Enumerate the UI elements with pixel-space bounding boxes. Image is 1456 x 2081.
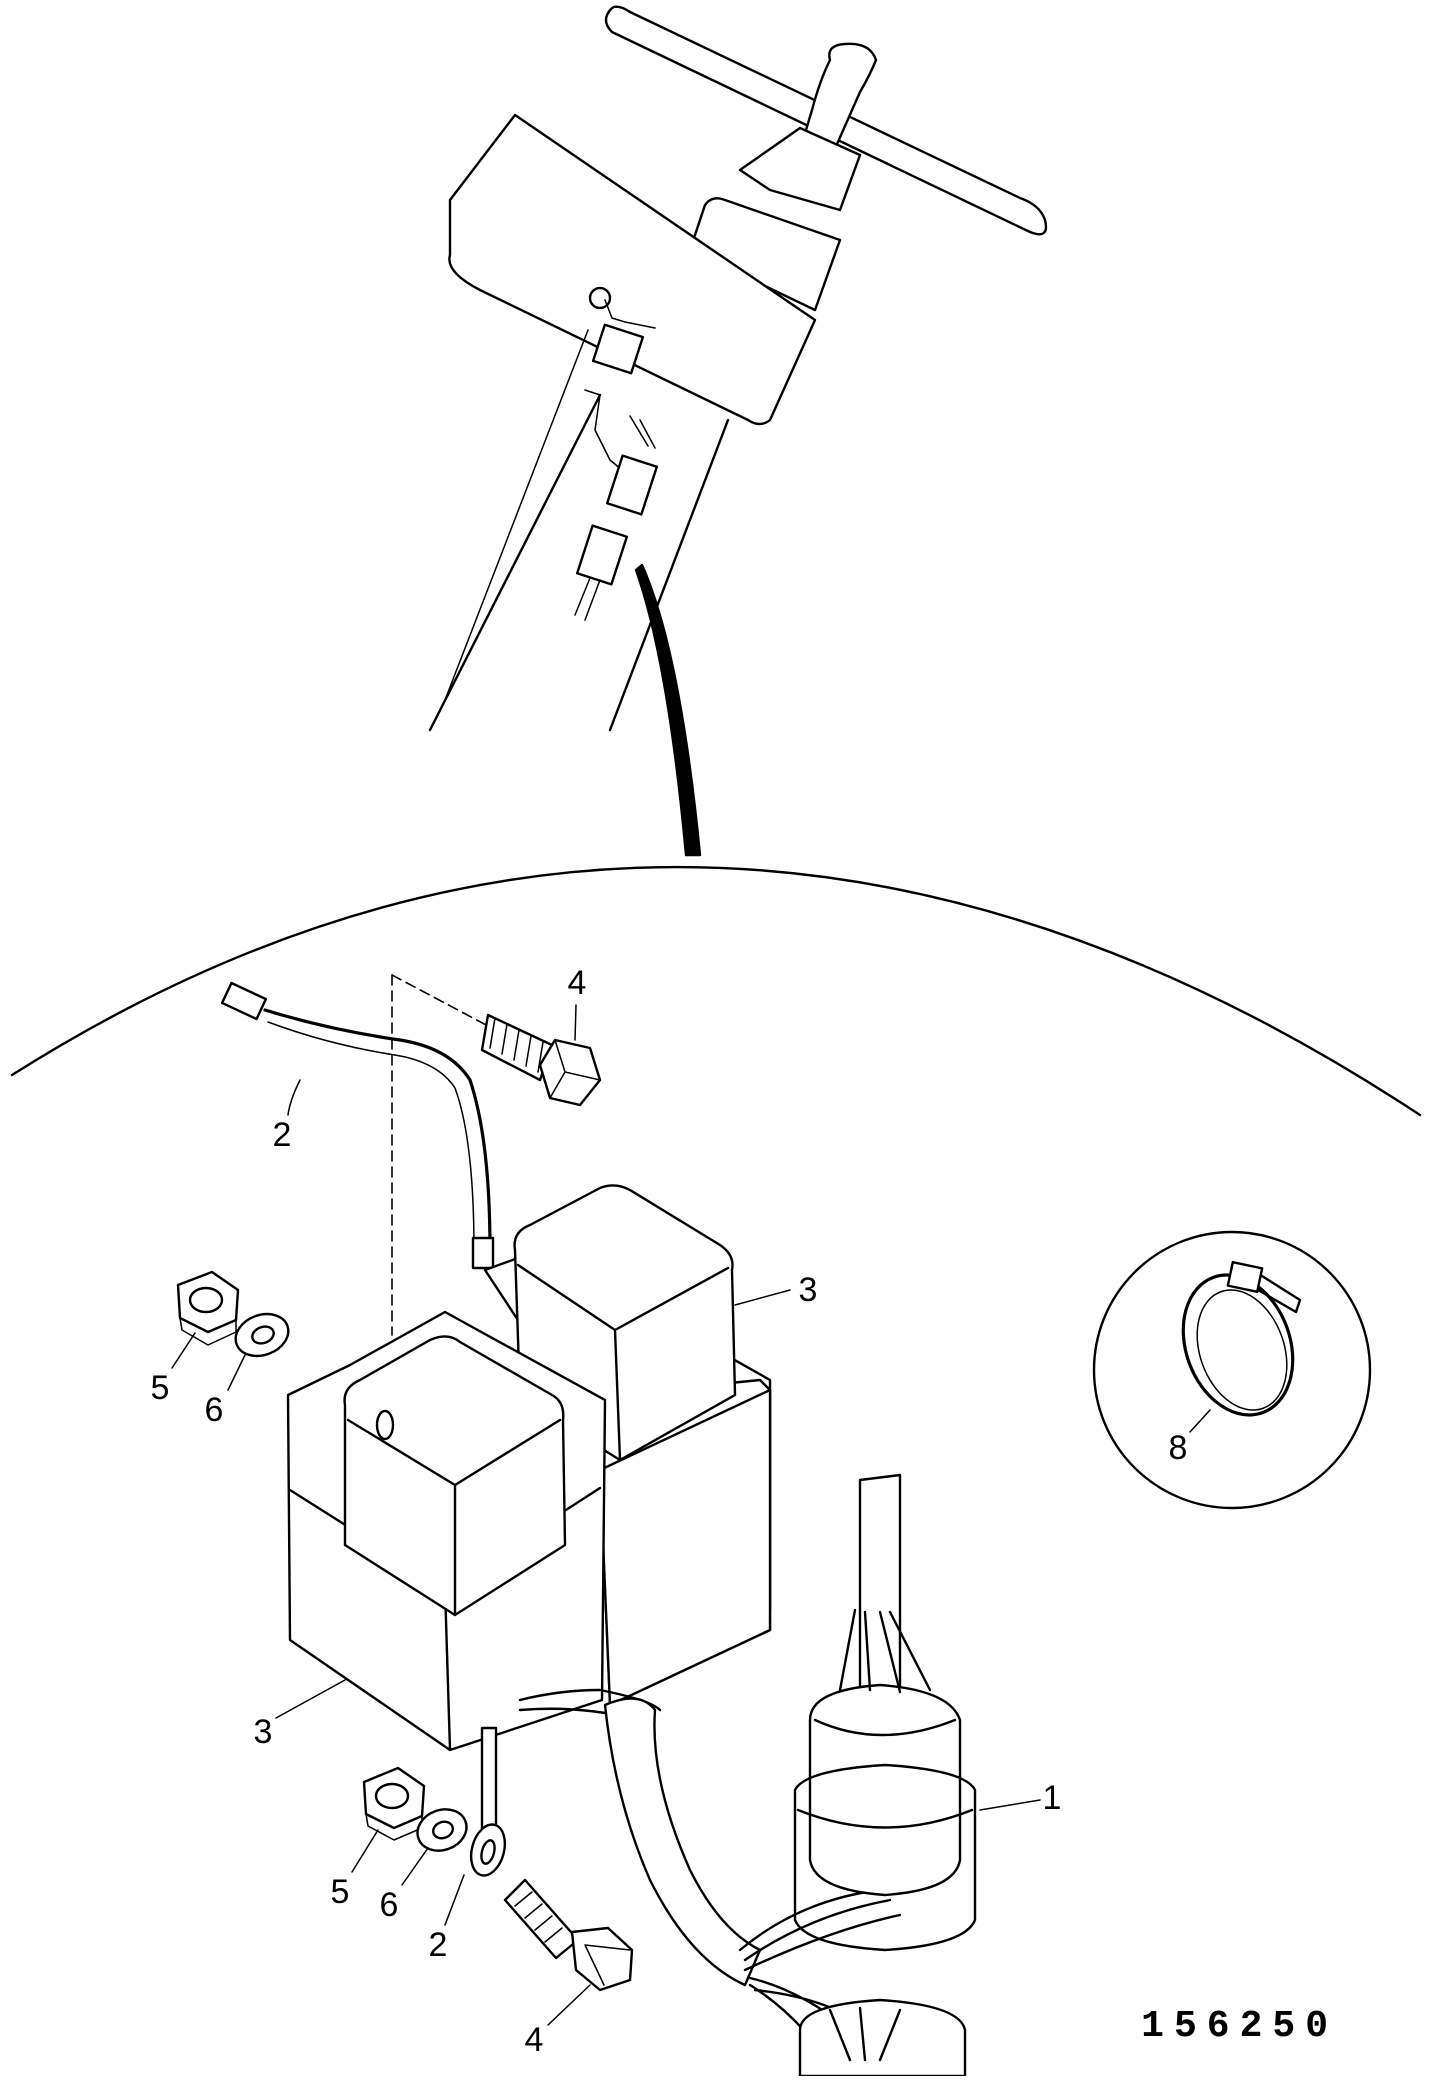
secondary-connector-wires (828, 2006, 902, 2062)
callout-6-upper: 6 (204, 1391, 224, 1429)
leader-5b (351, 1829, 379, 1873)
callout-4-upper: 4 (567, 964, 587, 1002)
leader-2b (444, 1874, 465, 1926)
column-rod (444, 329, 589, 701)
callout-5-lower: 5 (330, 1873, 350, 1911)
inset-cable-tie (1092, 1230, 1372, 1510)
leader-4b (547, 1984, 591, 2026)
steering-column-tube-edge (608, 418, 730, 732)
cable-tie-band-inner (1196, 1289, 1288, 1411)
cable-tie-band (1181, 1273, 1295, 1417)
relay-assembly-detail (171, 974, 1372, 2078)
nut-lower (362, 1766, 426, 1841)
secondary-connector (798, 1998, 967, 2078)
column-shroud-upper (738, 126, 862, 212)
column-shroud-front (688, 197, 842, 312)
wire-2-upper (263, 1008, 492, 1252)
detail-pointer (634, 563, 702, 857)
callout-5-upper: 5 (150, 1369, 170, 1407)
ring-terminal-lower (469, 1726, 507, 1877)
callout-6-lower: 6 (379, 1886, 399, 1924)
leader-6b (401, 1847, 429, 1886)
callout-2-lower: 2 (428, 1926, 448, 1964)
leader-4a (574, 1004, 577, 1041)
washer-upper (234, 1312, 290, 1358)
connector-lower (575, 524, 629, 586)
leader-5a (171, 1332, 196, 1369)
bolt-upper (480, 1013, 602, 1107)
callout-3-left: 3 (253, 1713, 273, 1751)
column-relay (591, 323, 645, 375)
callout-3-right: 3 (798, 1271, 818, 1309)
leader-lines (171, 1004, 1211, 2026)
cable-tie-tail (1256, 1274, 1302, 1314)
washer-lower (416, 1808, 468, 1852)
inset-circle (1092, 1230, 1372, 1510)
steering-wheel-hub (798, 42, 878, 162)
drawing-number: 156250 (1141, 2005, 1338, 2048)
relay-base-right-front (598, 1388, 772, 1707)
main-connector (793, 1473, 977, 1952)
relay-left (343, 1335, 567, 1617)
connector-wires (574, 415, 656, 621)
leader-6a (227, 1354, 246, 1391)
connector-cable-in (858, 1473, 902, 1712)
steering-column-view (428, 5, 1048, 857)
steering-column-tube (428, 393, 602, 732)
wire-terminal-upper (220, 981, 268, 1021)
leader-8 (1189, 1409, 1211, 1433)
leader-3a (734, 1289, 791, 1306)
nut-upper (176, 1270, 240, 1346)
harness-fan-wires (738, 1888, 902, 2052)
harness-wire-top (604, 299, 656, 329)
callout-4-lower: 4 (524, 2021, 544, 2059)
callout-1: 1 (1042, 1779, 1062, 1817)
callout-2-upper: 2 (272, 1116, 292, 1154)
leader-3b (275, 1679, 346, 1719)
connector-upper (605, 454, 659, 516)
dashboard-panel (448, 113, 817, 426)
leader-1 (979, 1799, 1041, 1811)
harness-sheath (603, 1697, 762, 1987)
callout-8: 8 (1168, 1429, 1188, 1467)
terminal-stem (480, 1726, 498, 1840)
bolt-lower (503, 1878, 634, 1992)
cable-tie-head (1226, 1260, 1264, 1294)
relay-mount-hole (375, 1409, 395, 1441)
detail-boundary-arc (10, 865, 1422, 1117)
wire-2-upper-edge (267, 1021, 475, 1251)
harness-eyelet (588, 286, 612, 310)
wire-end-sleeve (471, 1236, 495, 1270)
connector-wires-top (838, 1608, 932, 1694)
column-harness (584, 389, 623, 471)
leader-2a (287, 1079, 301, 1116)
